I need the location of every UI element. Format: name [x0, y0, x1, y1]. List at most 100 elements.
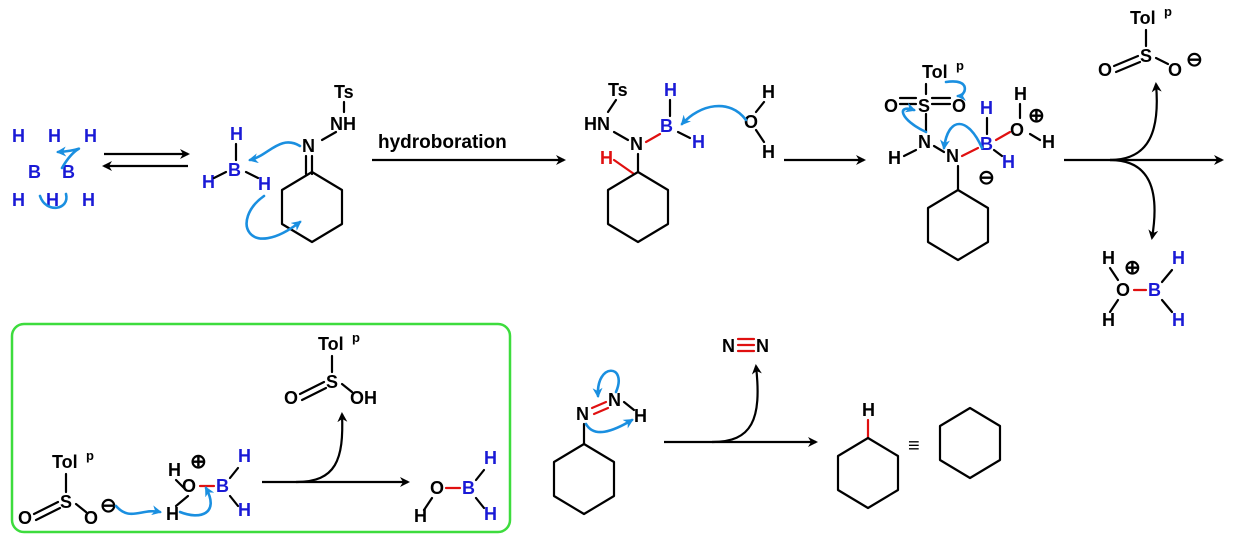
para-superscript: p [86, 448, 94, 463]
atom-b: B [660, 116, 673, 136]
atom-h: H [980, 98, 993, 118]
diazene-intermediate: N N H [552, 369, 647, 516]
atom-n: N [630, 134, 643, 154]
tosyl-label: Ts [608, 80, 628, 100]
atom-h: H [12, 190, 25, 210]
branched-arrow [1064, 82, 1224, 240]
atom-h: H [762, 142, 775, 162]
diborane-molecule: H B H H B H H H [12, 126, 97, 210]
atom-h: H [1102, 248, 1115, 268]
para-superscript: p [956, 58, 964, 73]
atom-h: H [692, 132, 705, 152]
hydroboration-intermediate: Ts HN N B H H H O H H [584, 80, 775, 244]
atom-h: H [258, 174, 271, 194]
atom-o: O [744, 112, 758, 132]
cyclohexane-ring [280, 170, 344, 244]
tol-label: Tol [318, 334, 344, 354]
oh-label: OH [350, 388, 377, 408]
atom-h: H [762, 82, 775, 102]
atom-s: S [1140, 46, 1152, 66]
atom-h: H [202, 172, 215, 192]
atom-n: N [608, 390, 621, 410]
atom-h: H [634, 406, 647, 426]
atom-h: H [664, 80, 677, 100]
electron-arrow [680, 104, 748, 126]
atom-h: H [1002, 152, 1015, 172]
cyclohexane-ring [606, 170, 670, 244]
atom-o: O [182, 476, 196, 496]
hydroboration-arrow: hydroboration [372, 132, 566, 165]
atom-o: O [1116, 280, 1130, 300]
cyclohexane-ring [552, 442, 616, 516]
tosyl-label: Ts [334, 82, 354, 102]
electron-arrow [38, 192, 68, 210]
electron-arrow [592, 369, 620, 398]
equilibrium-arrow [102, 149, 190, 171]
atom-o: O [84, 508, 98, 528]
atom-b: B [28, 162, 41, 182]
atom-o: O [430, 478, 444, 498]
atom-h: H [600, 148, 613, 168]
atom-b: B [980, 134, 993, 154]
atom-h: H [484, 504, 497, 524]
plus-charge: ⊕ [1124, 257, 1141, 279]
para-superscript: p [1164, 4, 1172, 19]
atom-h: H [48, 126, 61, 146]
cyclohexane-skeletal [938, 406, 1002, 480]
hn-label: HN [584, 114, 610, 134]
atom-h: H [238, 446, 251, 466]
atom-n: N [946, 146, 959, 166]
atom-h: H [888, 148, 901, 168]
atom-h: H [1042, 132, 1055, 152]
sulfinate-anion: Tol p S O O ⊖ [1098, 4, 1203, 80]
cyclohexane-ring [938, 406, 1002, 480]
atom-h: H [238, 500, 251, 520]
atom-h: H [166, 504, 179, 524]
atom-o: O [1010, 120, 1024, 140]
electron-arrow [56, 146, 81, 170]
dinitrogen: N N [722, 336, 769, 356]
atom-b: B [62, 162, 75, 182]
atom-n: N [918, 132, 931, 152]
atom-n: N [576, 404, 589, 424]
minus-charge: ⊖ [978, 167, 995, 189]
atom-s: S [60, 492, 72, 512]
electron-arrow [114, 504, 162, 516]
cyclohexane-ring [926, 188, 990, 262]
atom-n: N [302, 136, 315, 156]
nh-label: NH [330, 114, 356, 134]
atom-n: N [756, 336, 769, 356]
atom-h: H [484, 448, 497, 468]
plus-charge: ⊕ [1028, 105, 1045, 127]
equivalence-symbol: ≡ [908, 435, 920, 457]
bh3-and-tosylhydrazone: H B H H Ts NH N [202, 82, 356, 244]
hydroboration-label: hydroboration [378, 132, 507, 153]
minus-charge: ⊖ [1186, 49, 1203, 71]
cyclohexane-product: H [836, 400, 900, 510]
atom-h: H [82, 190, 95, 210]
water-borane-adduct: H ⊕ O H B H H [1102, 248, 1185, 330]
electron-arrow [940, 122, 984, 150]
ate-complex: Tol p O S O N H N B H H ⊖ O H ⊕ H [884, 58, 1055, 262]
atom-h: H [1172, 248, 1185, 268]
atom-h: H [46, 190, 59, 210]
electron-arrow [178, 486, 215, 517]
atom-h: H [230, 124, 243, 144]
atom-h: H [1014, 84, 1027, 104]
atom-h: H [12, 126, 25, 146]
atom-h: H [168, 460, 181, 480]
minus-charge: ⊖ [100, 495, 117, 517]
electron-arrow [248, 141, 302, 164]
electron-arrow [901, 102, 928, 134]
atom-o: O [1098, 60, 1112, 80]
tol-label: Tol [1130, 8, 1156, 28]
electron-arrow [245, 194, 302, 240]
atom-n: N [722, 336, 735, 356]
atom-o: O [884, 96, 898, 116]
para-superscript: p [352, 330, 360, 345]
electron-arrow [944, 80, 967, 101]
electron-arrow [584, 418, 634, 434]
tol-label: Tol [922, 62, 948, 82]
atom-h: H [1172, 310, 1185, 330]
